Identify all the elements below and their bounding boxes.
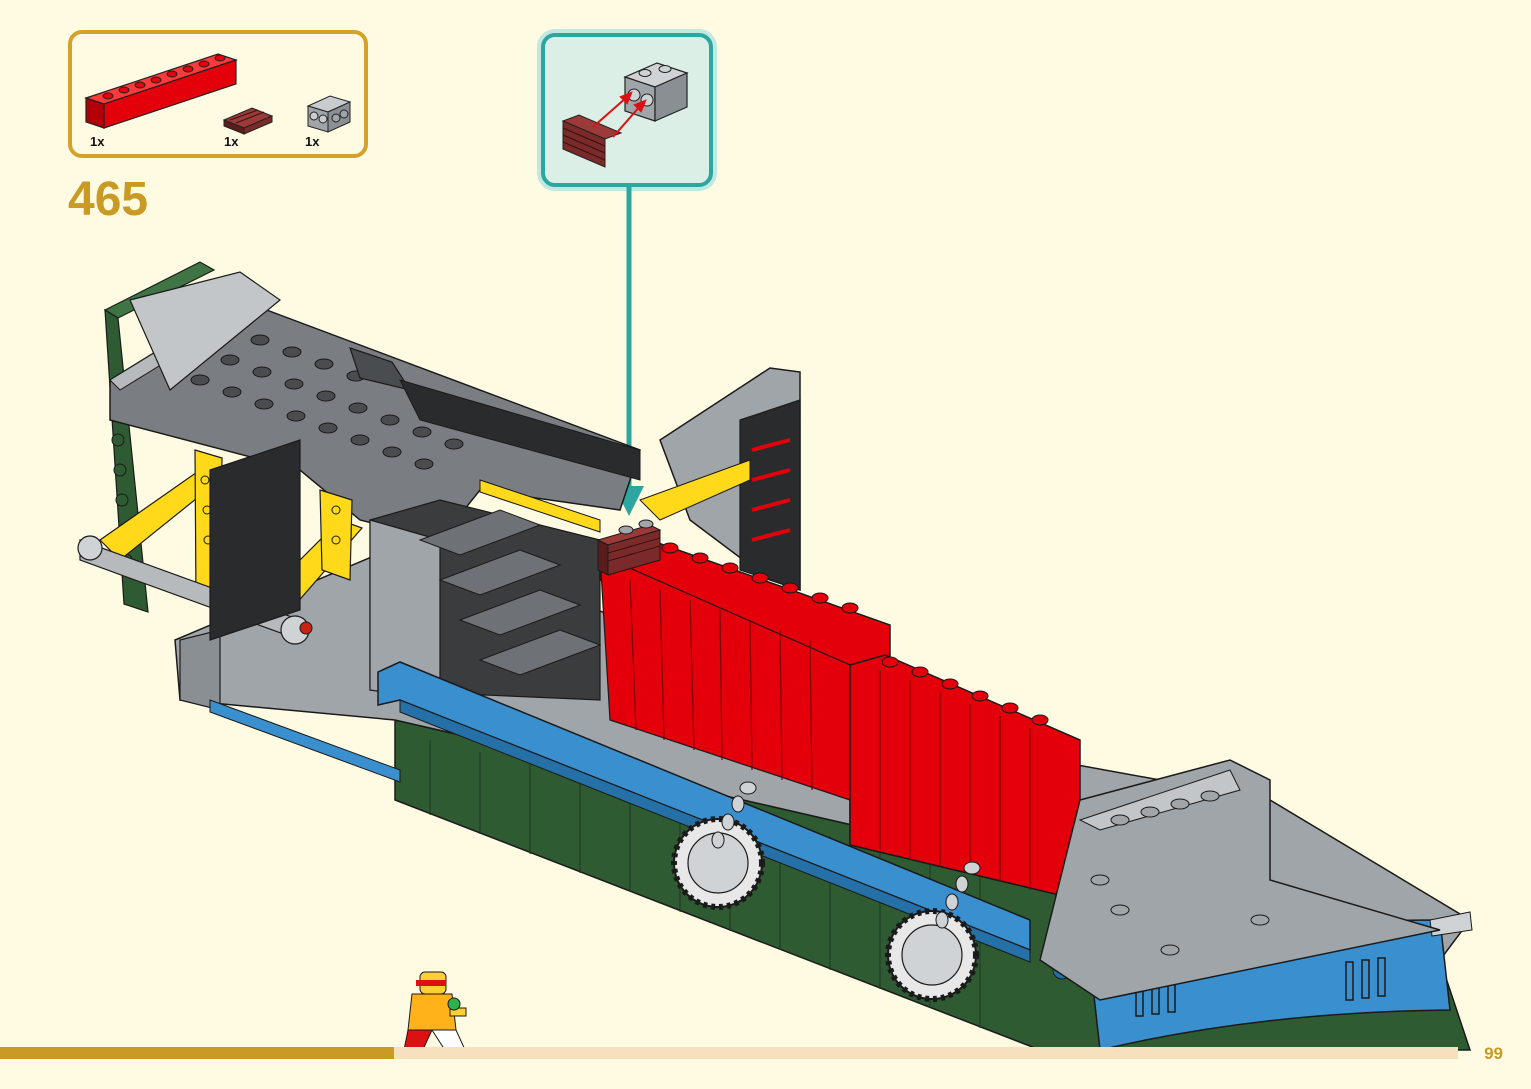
page-progress-bar (0, 1047, 1458, 1059)
grey-brick-studs-on-side-icon (306, 95, 352, 133)
upper-deck-plate (109, 271, 641, 541)
grille-plate-icon (561, 114, 623, 168)
grey-brick-icon (623, 62, 689, 122)
part-quantity: 1x (305, 134, 320, 149)
part-quantity: 1x (90, 134, 105, 149)
parts-list: 1x 1x 1x (68, 30, 368, 158)
grey-stairs (418, 509, 602, 676)
part-quantity: 1x (224, 134, 239, 149)
dark-red-grille-plate-icon (222, 107, 274, 135)
page-number: 99 (1484, 1044, 1503, 1063)
tyre-fender-right (885, 861, 981, 1002)
new-grille-plate (596, 519, 662, 576)
parts-icons (84, 53, 352, 135)
subassembly-diagram (561, 62, 689, 168)
minifigure-runner-icon (403, 971, 467, 1059)
front-grey-deck (1039, 759, 1441, 1001)
attach-arrows (592, 91, 647, 138)
rear-grey-wall (479, 367, 801, 592)
subassembly-callout (541, 33, 713, 187)
tyre-fender-left (671, 781, 765, 910)
page-progress-fill (0, 1047, 394, 1059)
red-brick-1x8-icon (84, 53, 238, 129)
red-wall-panels (599, 539, 1081, 901)
step-number: 465 (68, 173, 149, 226)
black-inner-wall (209, 439, 601, 701)
